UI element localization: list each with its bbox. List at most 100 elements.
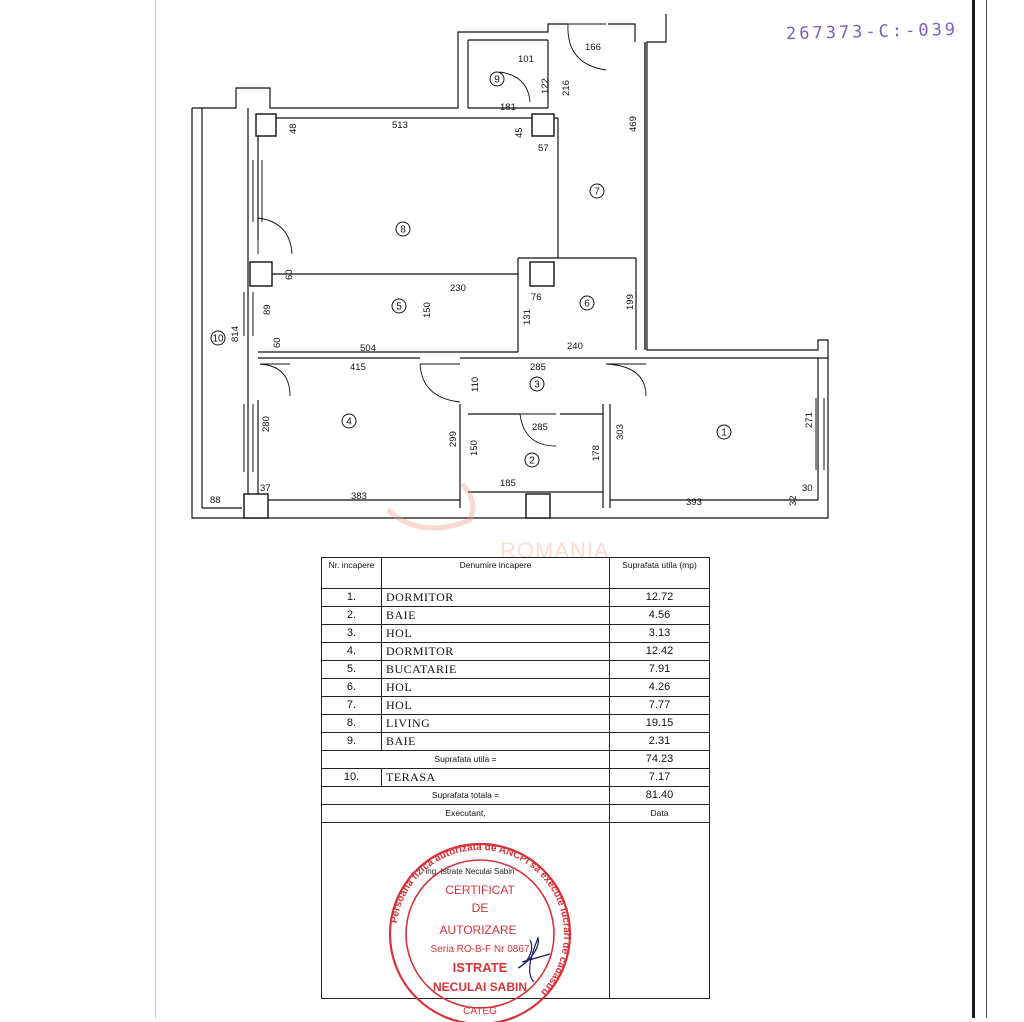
dimension-label: 230	[450, 283, 466, 294]
room-area: 7.91	[609, 660, 710, 679]
room-area: 12.72	[609, 588, 710, 607]
dimension-label: 271	[804, 412, 815, 428]
dimension-label: 240	[567, 341, 583, 352]
stamp-line: NECULAI SABIN	[433, 980, 527, 994]
room-name: BUCATARIE	[381, 660, 610, 679]
room-number: 10	[212, 334, 224, 345]
stamp-line: DE	[472, 901, 489, 915]
room-nr: 9.	[321, 732, 382, 751]
room-area: 19.15	[609, 714, 710, 733]
total-area-label: Suprafata totala =	[321, 786, 610, 805]
dimension-label: 285	[532, 422, 548, 433]
dimension-label: 185	[500, 478, 516, 489]
room-number: 4	[346, 417, 352, 428]
dimension-label: 299	[448, 431, 459, 447]
room-nr: 7.	[321, 696, 382, 715]
dimension-label: 199	[625, 294, 636, 310]
room-area: 4.26	[609, 678, 710, 697]
useful-area-row: Suprafata utila = 74.23	[321, 750, 710, 769]
dimension-label: 814	[230, 326, 241, 342]
table-row: 6. HOL 4.26	[321, 678, 710, 697]
dimension-label: 181	[500, 102, 516, 113]
room-number: 3	[534, 380, 540, 391]
room-name: HOL	[381, 678, 610, 697]
table-row: 1. DORMITOR 12.72	[321, 588, 710, 607]
dimension-label: 88	[210, 495, 221, 506]
page-edge	[155, 0, 156, 1018]
table-header-row: Nr. incapere Denumire incapere Suprafata…	[321, 557, 710, 589]
dimension-label: 285	[530, 362, 546, 373]
stamp-line: Seria RO-B-F Nr 0867	[431, 944, 530, 955]
dimension-label: 415	[350, 362, 366, 373]
dimension-label: 303	[615, 424, 626, 440]
table-row: 2. BAIE 4.56	[321, 606, 710, 625]
dimension-label: 30	[802, 483, 813, 494]
stamp-line: ISTRATE	[453, 960, 508, 975]
stamp-line: AUTORIZARE	[439, 923, 516, 937]
floor-plan: 1 2 3 4 5 6 7 8 9 10 166 101 122 216 181…	[191, 14, 829, 531]
dimension-label: 32	[788, 495, 799, 506]
dimension-label: 383	[351, 491, 367, 502]
page-edge-dark	[972, 0, 975, 1018]
executant-label: Executant,	[321, 804, 610, 823]
useful-area-label: Suprafata utila =	[321, 750, 610, 769]
dimension-label: 89	[262, 304, 273, 315]
total-area-value: 81.40	[609, 786, 710, 805]
dimension-label: 280	[261, 416, 272, 432]
header-area: Suprafata utila (mp)	[609, 557, 710, 589]
room-number: 5	[396, 302, 402, 313]
room-nr: 8.	[321, 714, 382, 733]
dimension-label: 48	[288, 123, 299, 134]
dimension-label: 101	[518, 54, 534, 65]
room-area: 7.77	[609, 696, 710, 715]
room-name: BAIE	[381, 732, 610, 751]
header-name: Denumire incapere	[381, 557, 610, 589]
stamp-line: CATEG	[463, 1006, 497, 1017]
room-nr: 1.	[321, 588, 382, 607]
table-row: 3. HOL 3.13	[321, 624, 710, 643]
room-name: TERASA	[381, 768, 610, 787]
table-row: 8. LIVING 19.15	[321, 714, 710, 733]
dimension-label: 60	[272, 337, 283, 348]
dimension-label: 166	[585, 42, 601, 53]
useful-area-value: 74.23	[609, 750, 710, 769]
table-row: 4. DORMITOR 12.42	[321, 642, 710, 661]
room-nr: 2.	[321, 606, 382, 625]
dimension-label: 504	[360, 343, 376, 354]
room-number: 9	[494, 75, 500, 86]
table-row: 9. BAIE 2.31	[321, 732, 710, 751]
dimension-label: 60	[284, 269, 295, 280]
dimension-label: 393	[686, 497, 702, 508]
room-area: 3.13	[609, 624, 710, 643]
terrace-row: 10. TERASA 7.17	[321, 768, 710, 787]
room-area: 4.56	[609, 606, 710, 625]
room-name: BAIE	[381, 606, 610, 625]
stamp-line: CERTIFICAT	[445, 883, 515, 897]
dimension-label: 45	[514, 127, 525, 138]
room-name: LIVING	[381, 714, 610, 733]
room-area: 2.31	[609, 732, 710, 751]
room-number: 8	[400, 225, 406, 236]
page-edge-shadow	[986, 0, 987, 1018]
room-area: 7.17	[609, 768, 710, 787]
room-name: DORMITOR	[381, 642, 610, 661]
room-number: 7	[594, 187, 600, 198]
table-row: 7. HOL 7.77	[321, 696, 710, 715]
dimension-label: 150	[469, 440, 480, 456]
room-nr: 6.	[321, 678, 382, 697]
table-row: 5. BUCATARIE 7.91	[321, 660, 710, 679]
dimension-label: 57	[538, 143, 549, 154]
date-label: Data	[609, 804, 710, 823]
room-nr: 3.	[321, 624, 382, 643]
room-number: 6	[584, 299, 590, 310]
dimension-label: 37	[260, 483, 271, 494]
header-nr: Nr. incapere	[321, 557, 382, 589]
room-number: 2	[529, 456, 535, 467]
room-nr: 10.	[321, 768, 382, 787]
dimension-label: 110	[470, 377, 481, 392]
dimension-label: 513	[392, 120, 408, 131]
total-area-row: Suprafata totala = 81.40	[321, 786, 710, 805]
room-nr: 5.	[321, 660, 382, 679]
dimension-label: 469	[628, 116, 639, 132]
signature-header-row: Executant, Data	[321, 804, 710, 823]
